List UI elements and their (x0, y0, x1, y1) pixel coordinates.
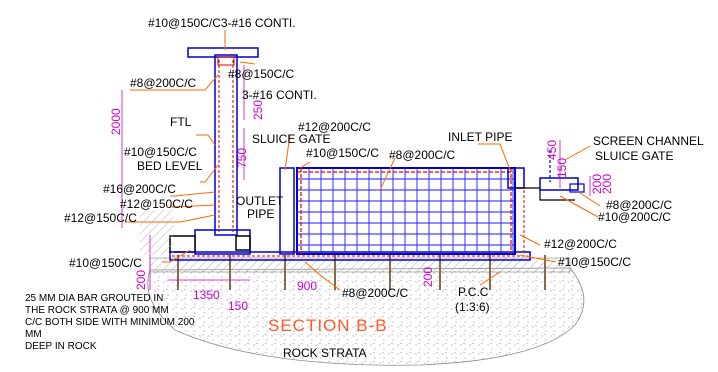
label-sluice-gate-right: SLUICE GATE (595, 149, 673, 163)
label-rebar-10-bottom: #10@150C/C (69, 256, 142, 270)
label-tank-top-rebar: #12@200C/C (298, 120, 371, 134)
section-title: SECTION B-B (268, 316, 388, 335)
dim-150: 150 (228, 299, 248, 313)
main-wall (214, 54, 238, 236)
left-fill (140, 210, 174, 255)
dim-150-right: 150 (555, 158, 569, 178)
dim-200-right-2: 200 (600, 174, 614, 194)
svg-text:THE ROCK STRATA @ 900 MM: THE ROCK STRATA @ 900 MM (25, 305, 169, 316)
dim-2000: 2000 (109, 108, 123, 135)
label-ftl: FTL (170, 115, 192, 129)
label-outlet-pipe-2: PIPE (247, 207, 274, 221)
grout-bars (177, 255, 546, 290)
tank-reinforcement-grid (296, 167, 516, 255)
dim-200-right: 200 (590, 174, 604, 194)
label-rebar-12b: #12@150C/C (64, 211, 137, 225)
label-conti: 3-#16 CONTI. (242, 88, 317, 102)
svg-text:25 MM DIA BAR GROUTED IN: 25 MM DIA BAR GROUTED IN (25, 293, 163, 304)
rock-strata-region (147, 267, 585, 366)
label-wall-mid-rebar: #10@150C/C (124, 145, 197, 159)
dim-200-base: 200 (421, 267, 435, 287)
label-right-10b: #10@150C/C (558, 255, 631, 269)
leader-lines (125, 30, 601, 291)
label-pcc-mix: (1:3:6) (455, 300, 490, 314)
label-inlet-pipe: INLET PIPE (448, 130, 512, 144)
tank-left-wall (279, 167, 295, 255)
label-screen-channel: SCREEN CHANNEL (593, 134, 704, 148)
dim-450: 450 (545, 140, 559, 160)
svg-text:MM: MM (25, 329, 42, 340)
label-outlet-pipe-1: OUTLET (236, 194, 284, 208)
dim-250: 250 (251, 100, 265, 120)
label-wall-rebar-right: #8@150C/C (228, 67, 295, 81)
label-bed-level: BED LEVEL (137, 159, 203, 173)
svg-text:C/C BOTH SIDE WITH MINIMUM 200: C/C BOTH SIDE WITH MINIMUM 200 (25, 317, 195, 328)
label-tank-rebar-8: #8@200C/C (389, 148, 456, 162)
dim-1350: 1350 (193, 288, 220, 302)
label-base-8: #8@200C/C (342, 286, 409, 300)
label-pcc: P.C.C (458, 285, 489, 299)
label-wall-rebar-left: #8@200C/C (130, 76, 197, 90)
rock-strata-label: ROCK STRATA (283, 346, 367, 360)
label-rebar-16: #16@200C/C (103, 182, 176, 196)
dim-200: 200 (134, 270, 148, 290)
base-slab (169, 251, 531, 261)
label-tank-rebar-10: #10@150C/C (306, 146, 379, 160)
svg-text:DEEP IN ROCK: DEEP IN ROCK (25, 341, 97, 352)
dim-750: 750 (235, 148, 249, 168)
dim-900: 900 (297, 279, 317, 293)
label-top-rebar: #10@150C/C3-#16 CONTI. (148, 16, 296, 30)
label-right-12: #12@200C/C (544, 237, 617, 251)
dimension-lines (121, 65, 591, 290)
label-right-8: #8@200C/C (606, 198, 673, 212)
grout-note: 25 MM DIA BAR GROUTED IN THE ROCK STRATA… (25, 293, 195, 352)
label-right-10: #10@200C/C (598, 210, 671, 224)
label-rebar-12a: #12@150C/C (120, 197, 193, 211)
label-sluice-gate-left: SLUICE GATE (252, 132, 330, 146)
